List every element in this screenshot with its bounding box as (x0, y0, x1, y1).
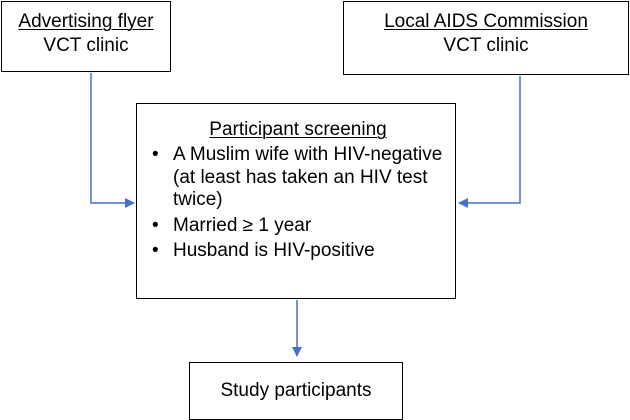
criteria-list: • A Muslim wife with HIV-negative (at le… (149, 144, 447, 263)
list-item: • A Muslim wife with HIV-negative (at le… (149, 144, 447, 212)
criterion-text: Husband is HIV-positive (173, 240, 375, 261)
source-subtitle: VCT clinic (43, 35, 129, 56)
screening-box: Participant screening • A Muslim wife wi… (136, 103, 456, 299)
result-label: Study participants (220, 380, 372, 401)
arrow-right-to-screening (458, 76, 521, 208)
bullet-icon: • (152, 144, 159, 165)
list-item: • Husband is HIV-positive (149, 240, 447, 263)
arrow-left-to-screening (90, 73, 135, 208)
list-item: • Married ≥ 1 year (149, 215, 447, 238)
criterion-text: Married ≥ 1 year (173, 214, 312, 236)
source-box-local-aids-commission: Local AIDS Commission VCT clinic (343, 1, 629, 75)
source-box-advertising-flyer: Advertising flyer VCT clinic (1, 1, 171, 72)
source-title: Local AIDS Commission (384, 11, 588, 32)
bullet-icon: • (152, 240, 159, 261)
criterion-text: A Muslim wife with HIV-negative (at leas… (173, 144, 443, 210)
source-title: Advertising flyer (18, 11, 154, 32)
bullet-icon: • (152, 214, 159, 236)
result-box: Study participants (189, 362, 403, 420)
screening-title: Participant screening (209, 119, 387, 140)
source-subtitle: VCT clinic (443, 35, 529, 56)
